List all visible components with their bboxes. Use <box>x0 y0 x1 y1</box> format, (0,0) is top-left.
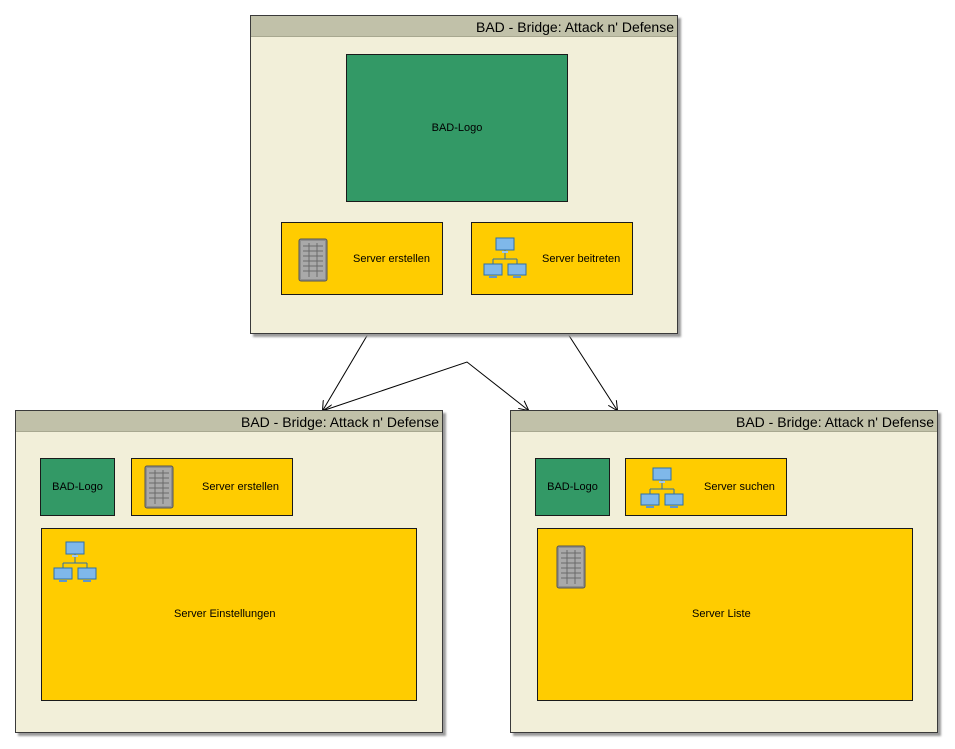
window-title-bar: BAD - Bridge: Attack n' Defense <box>16 411 442 432</box>
network-icon <box>53 541 97 582</box>
create-server-window: BAD - Bridge: Attack n' Defense BAD-Logo… <box>15 410 443 733</box>
server-list-panel[interactable]: Server Liste <box>537 528 913 701</box>
network-icon <box>640 467 684 508</box>
server-create-button[interactable]: Server erstellen <box>131 458 293 516</box>
bad-logo: BAD-Logo <box>346 54 568 202</box>
arrow-create-to-join <box>324 361 528 410</box>
bad-logo: BAD-Logo <box>535 458 610 516</box>
main-window: BAD - Bridge: Attack n' Defense BAD-Logo… <box>250 15 678 334</box>
join-server-window: BAD - Bridge: Attack n' Defense BAD-Logo… <box>510 410 938 733</box>
server-join-button[interactable]: Server beitreten <box>471 222 633 295</box>
server-tower-icon <box>144 465 174 509</box>
arrow-main-to-create <box>323 333 369 410</box>
server-settings-panel[interactable]: Server Einstellungen <box>41 528 417 701</box>
server-search-label: Server suchen <box>704 481 775 493</box>
server-join-label: Server beitreten <box>542 253 621 265</box>
arrow-main-to-join <box>567 333 617 410</box>
server-create-button[interactable]: Server erstellen <box>281 222 443 295</box>
server-tower-icon <box>556 545 586 589</box>
server-tower-icon <box>298 238 328 282</box>
server-create-label: Server erstellen <box>353 253 431 265</box>
window-title-bar: BAD - Bridge: Attack n' Defense <box>511 411 937 432</box>
server-search-button[interactable]: Server suchen <box>625 458 787 516</box>
server-list-label: Server Liste <box>692 608 751 620</box>
server-settings-label: Server Einstellungen <box>174 608 276 620</box>
network-icon <box>483 237 527 278</box>
bad-logo: BAD-Logo <box>40 458 115 516</box>
window-title-bar: BAD - Bridge: Attack n' Defense <box>251 16 677 37</box>
server-create-label: Server erstellen <box>202 481 280 493</box>
